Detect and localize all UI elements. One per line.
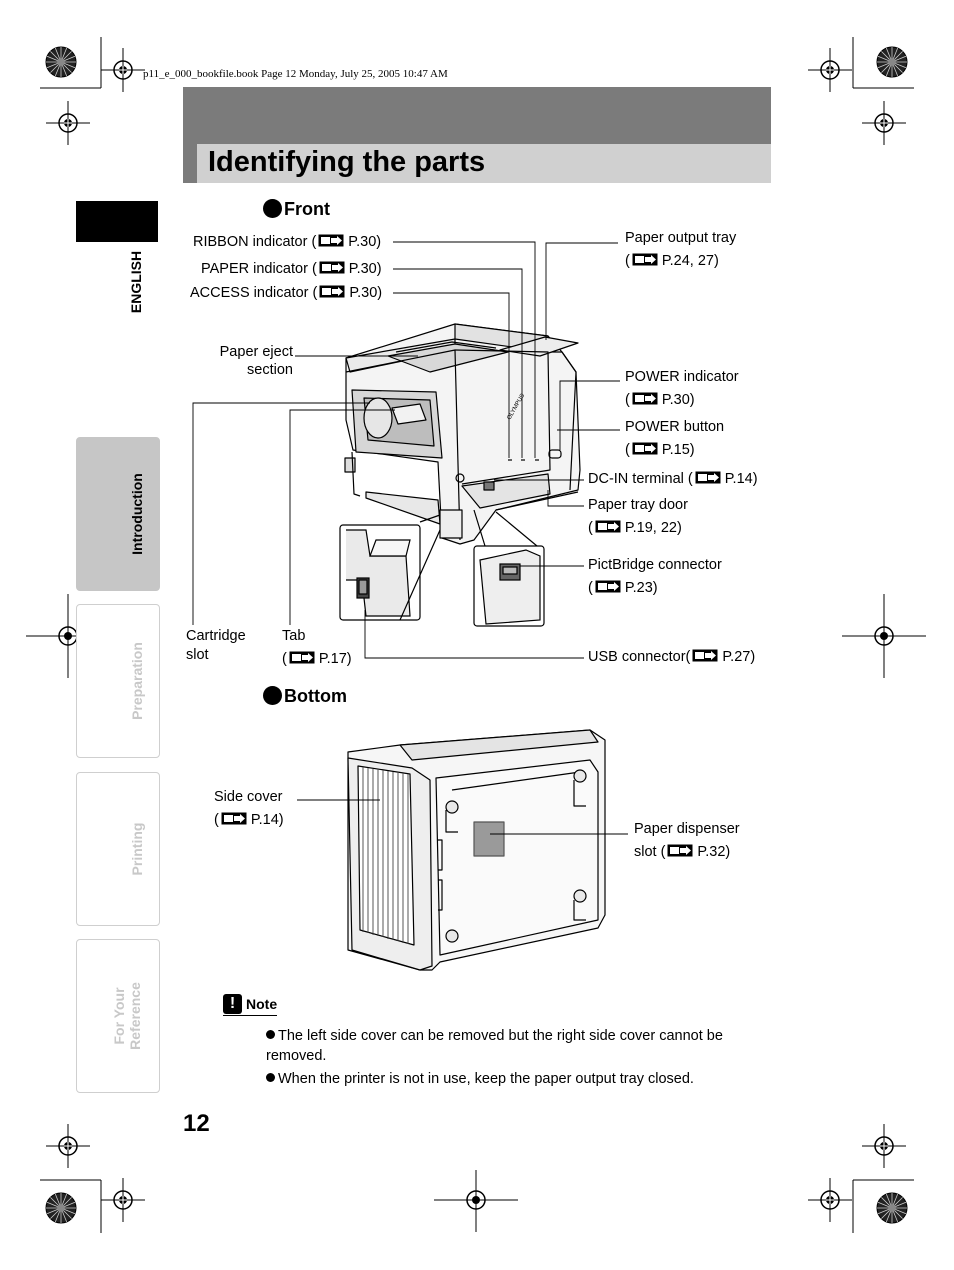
crop-lines [40, 37, 914, 1233]
label-page: P.30) [661, 392, 695, 408]
label-paren: ( [588, 580, 593, 596]
label-text: USB connector( [588, 649, 691, 665]
front-heading: Front [263, 198, 330, 220]
label-cartridge-slot-2: slot [186, 647, 209, 663]
page-reference-icon [667, 844, 693, 857]
language-tab-block [76, 201, 158, 242]
note-item-text: When the printer is not in use, keep the… [278, 1071, 694, 1087]
tab-printing[interactable]: Printing [76, 772, 160, 926]
page-reference-icon [221, 812, 247, 825]
label-paper-output-tray: Paper output tray [625, 230, 737, 246]
title-band-accent [183, 144, 197, 183]
bullet-dot [266, 1030, 275, 1039]
label-text: DC-IN terminal ( [588, 471, 693, 487]
label-dc-in-terminal: DC-IN terminal ( P.14) [588, 470, 758, 489]
bullet-dot [263, 686, 282, 705]
label-page: P.17) [318, 651, 352, 667]
label-tab: Tab [282, 628, 306, 644]
file-header: p11_e_000_bookfile.book Page 12 Monday, … [143, 68, 448, 80]
label-page: P.14) [724, 471, 758, 487]
title-band [183, 144, 771, 183]
label-paper-dispenser: Paper dispenser [634, 821, 740, 837]
note-item-text: The left side cover can be removed but t… [266, 1028, 723, 1064]
title-band-top [183, 87, 771, 144]
label-page: P.30) [348, 234, 382, 250]
label-paper-eject-2: section [247, 362, 293, 378]
label-text: RIBBON indicator ( [193, 234, 317, 250]
label-text: ACCESS indicator ( [190, 285, 318, 301]
label-page: P.30) [348, 261, 382, 277]
bullet-dot [266, 1073, 275, 1082]
label-ribbon-indicator: RIBBON indicator ( P.30) [193, 233, 381, 252]
label-paper-tray-door-ref: ( P.19, 22) [588, 519, 682, 538]
front-heading-text: Front [284, 199, 330, 219]
tab-introduction[interactable]: Introduction [76, 437, 160, 591]
label-paper-indicator: PAPER indicator ( P.30) [201, 260, 382, 279]
label-page: P.14) [250, 812, 284, 828]
note-icon: ! [223, 994, 242, 1014]
label-power-button-ref: ( P.15) [625, 441, 695, 460]
label-paper-dispenser-ref: slot ( P.32) [634, 843, 730, 862]
leader-lines [192, 241, 620, 659]
label-paren: ( [625, 392, 630, 408]
label-paper-output-tray-ref: ( P.24, 27) [625, 252, 719, 271]
label-pictbridge-connector: PictBridge connector [588, 557, 722, 573]
label-power-indicator: POWER indicator [625, 369, 739, 385]
tab-preparation[interactable]: Preparation [76, 604, 160, 758]
note-item: When the printer is not in use, keep the… [266, 1069, 766, 1089]
label-paren: ( [282, 651, 287, 667]
label-page: P.19, 22) [624, 520, 682, 536]
label-access-indicator: ACCESS indicator ( P.30) [190, 284, 382, 303]
label-text: PAPER indicator ( [201, 261, 317, 277]
label-page: P.30) [349, 285, 383, 301]
page-title: Identifying the parts [208, 146, 486, 178]
page-number: 12 [183, 1110, 210, 1137]
label-power-indicator-ref: ( P.30) [625, 391, 695, 410]
label-pictbridge-connector-ref: ( P.23) [588, 579, 658, 598]
note-title: Note [246, 996, 278, 1012]
label-tab-ref: ( P.17) [282, 650, 352, 669]
label-side-cover-ref: ( P.14) [214, 811, 284, 830]
label-page: P.32) [697, 844, 731, 860]
label-page: P.24, 27) [661, 253, 719, 269]
label-paren: ( [588, 520, 593, 536]
label-page: P.23) [624, 580, 658, 596]
label-paper-eject: Paper eject [219, 344, 293, 360]
label-page: P.15) [661, 442, 695, 458]
note-item: The left side cover can be removed but t… [266, 1026, 766, 1066]
label-paren: ( [214, 812, 219, 828]
bottom-heading-text: Bottom [284, 686, 347, 706]
tab-for-your-reference[interactable]: For Your Reference [76, 939, 160, 1093]
label-page: P.27) [722, 649, 756, 665]
label-paren: ( [625, 253, 630, 269]
label-usb-connector: USB connector( P.27) [588, 648, 755, 667]
label-paper-tray-door: Paper tray door [588, 497, 688, 513]
label-paren: ( [625, 442, 630, 458]
label-side-cover: Side cover [214, 789, 283, 805]
bullet-dot [263, 199, 282, 218]
label-cartridge-slot: Cartridge [186, 628, 246, 644]
note-heading: !Note [223, 994, 278, 1016]
label-text: slot ( [634, 844, 666, 860]
label-power-button: POWER button [625, 419, 725, 435]
bottom-heading: Bottom [263, 685, 347, 707]
